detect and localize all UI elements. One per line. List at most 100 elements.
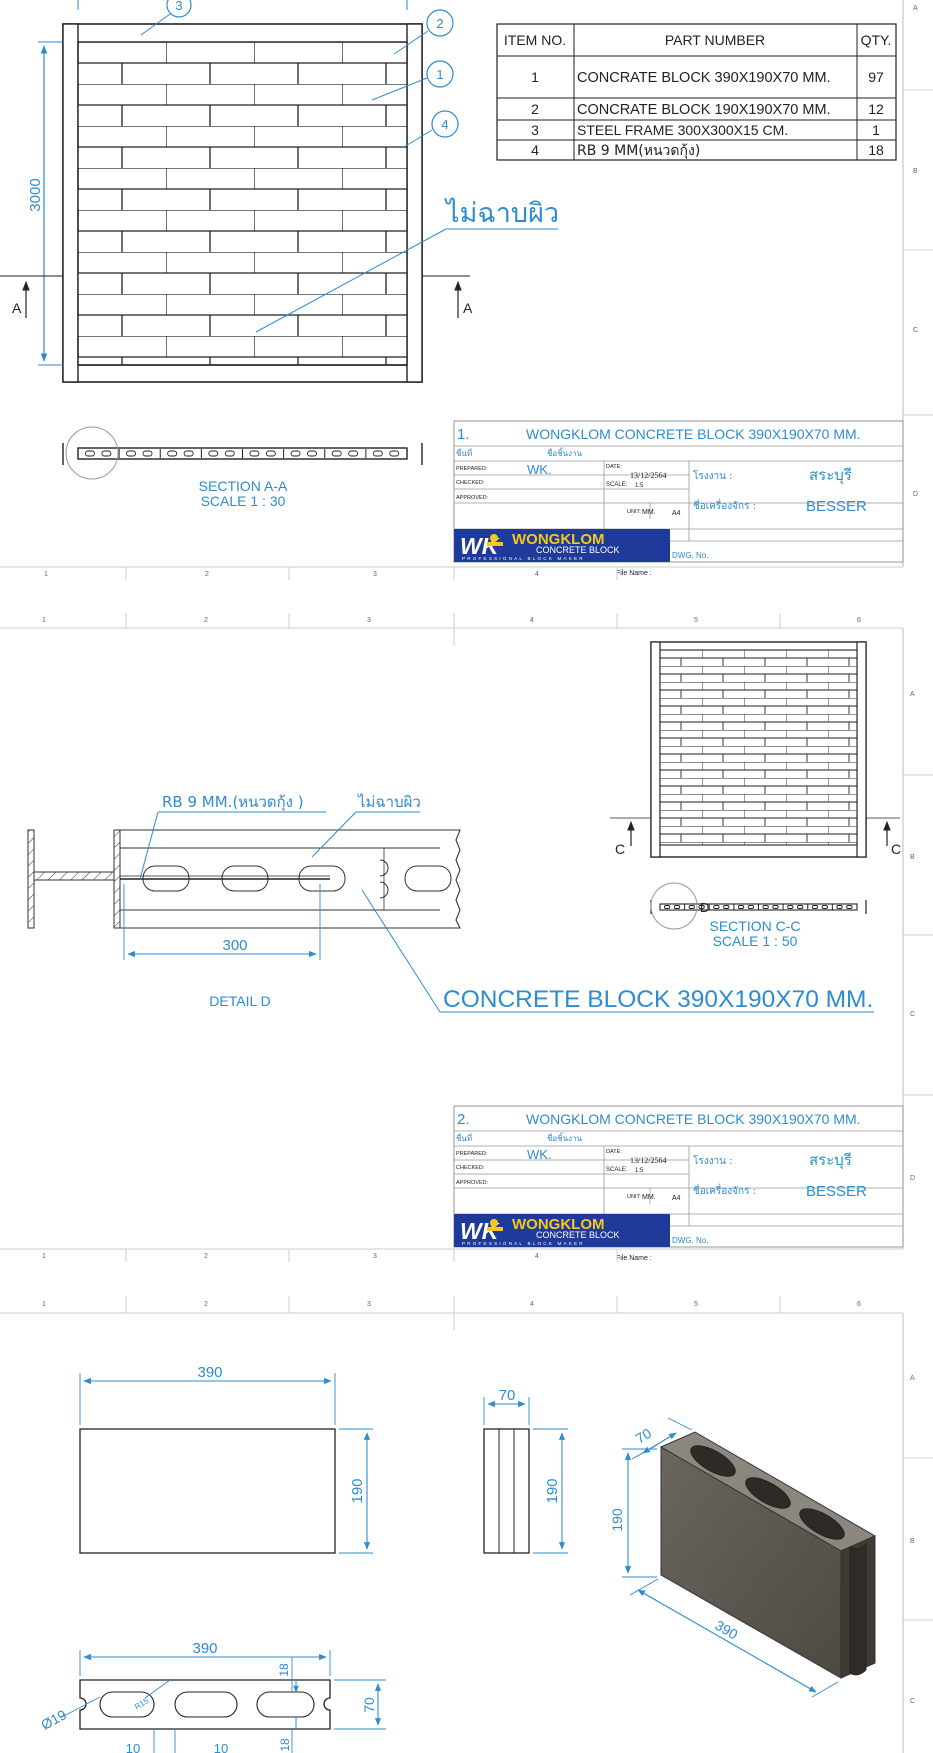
zone2f-col-1: 1 (42, 1253, 46, 1260)
section-c-core (846, 905, 853, 909)
section-a-core (290, 450, 301, 457)
tb-prepared-value: WK. (527, 462, 552, 477)
section-a-left: A (12, 300, 22, 316)
front-height-dim: 190 (349, 1478, 366, 1503)
zone-columns-header-3: 1 2 3 4 5 6 (0, 1296, 903, 1330)
zone3-col-4: 4 (530, 1301, 534, 1308)
tb-prepared-label: PREPARED: (456, 466, 488, 472)
bom-row-1-qty: 97 (868, 69, 884, 85)
sheet-2: 1 2 3 4 5 6 A B C D C C (0, 613, 933, 1262)
tb-factory-label: โรงงาน : (693, 469, 733, 482)
section-c-core (688, 905, 695, 909)
zone-row-d: D (913, 491, 918, 498)
tb-factory-value: สระบุรี (809, 1151, 852, 1170)
logo-sub: CONCRETE BLOCK (536, 1230, 620, 1240)
height-dim-label: 3000 (27, 178, 44, 211)
section-a-block-cores (84, 449, 408, 458)
section-c-core (811, 905, 819, 909)
logo-dot-icon (490, 534, 498, 542)
logo-name: WONGKLOM (512, 1216, 604, 1233)
zone3-col-6: 6 (857, 1301, 861, 1308)
tb-paper: A4 (672, 1195, 681, 1202)
tb-machine-value: BESSER (806, 1183, 867, 1200)
zone2-row-a: A (910, 691, 915, 698)
section-a-core (249, 450, 260, 457)
sheet-3: 1 2 3 4 5 6 A B C 390 190 (0, 1296, 933, 1753)
zone2-row-c: C (910, 1011, 915, 1018)
tb-machine-label: ชื่อเครื่องจักร : (693, 1183, 756, 1197)
zone2f-col-3: 3 (373, 1253, 377, 1260)
balloon-1: 1 (371, 60, 454, 101)
finish-note: ไม่ฉาบผิว (255, 198, 559, 333)
section-c-core (663, 905, 671, 909)
section-c-core (772, 905, 779, 909)
balloon-3-label: 3 (175, 0, 182, 13)
zone-columns-footer-1: 1 2 3 4 (44, 567, 618, 580)
tb-machine-label: ชื่อเครื่องจักร : (693, 498, 756, 512)
zone2-col-5: 5 (694, 617, 698, 624)
tb-sheet-no: 2. (457, 1111, 470, 1128)
section-c-core (698, 905, 705, 909)
logo-tagline: PROFESSIONAL BLOCK MAKER (462, 556, 585, 561)
section-a-core (348, 450, 359, 457)
section-c-core (796, 905, 804, 909)
zone-col-1: 1 (44, 571, 48, 578)
section-a-core (372, 450, 383, 457)
block-side-view: 70 190 (483, 1387, 568, 1554)
bom-row-4-item: 4 (531, 142, 539, 158)
zone3-row-a: A (910, 1375, 915, 1382)
top-diameter-dim: Ø19 (38, 1706, 69, 1733)
section-c-core (747, 905, 755, 909)
tb-date-label: DATE: (606, 1149, 622, 1155)
zone2f-col-4: 4 (535, 1253, 539, 1260)
height-dimension: 3000 (27, 41, 63, 366)
zone3-row-c: C (910, 1698, 915, 1705)
section-a-core (126, 450, 137, 457)
section-a-core (331, 450, 342, 457)
bom-table: ITEM NO. PART NUMBER QTY. 1 CONCRATE BLO… (496, 23, 897, 161)
bom-row-2-qty: 12 (868, 101, 884, 117)
logo-name: WONGKLOM (512, 531, 604, 548)
block-note: CONCRETE BLOCK 390X190X70 MM. (443, 986, 873, 1013)
tb-scale-value: 1:5 (635, 483, 644, 489)
section-a-core (265, 450, 276, 457)
tb-prepared-label: PREPARED: (456, 1151, 488, 1157)
zone2-col-2: 2 (204, 617, 208, 624)
bom-row-2-item: 2 (531, 101, 539, 117)
zone2-col-1: 1 (42, 617, 46, 624)
section-c-block-cores (663, 903, 858, 911)
bom-row-2-part: CONCRATE BLOCK 190X190X70 MM. (577, 102, 831, 118)
bom-row-1-part: CONCRATE BLOCK 390X190X70 MM. (577, 70, 831, 86)
balloon-4: 4 (403, 110, 459, 148)
balloon-2: 2 (393, 9, 454, 55)
section-c-core (737, 905, 745, 909)
sheet-1: A B C D 3000 A A (0, 0, 933, 580)
zone-row-c: C (913, 327, 918, 334)
section-a-core (84, 450, 95, 457)
tb-factory-label: โรงงาน : (693, 1154, 733, 1167)
bom-row-3-qty: 1 (872, 122, 880, 138)
zone3-col-3: 3 (367, 1301, 371, 1308)
balloon-2-label: 2 (436, 16, 443, 31)
tb-title: WONGKLOM CONCRETE BLOCK 390X190X70 MM. (526, 426, 861, 442)
zone3-row-b: B (910, 1538, 915, 1545)
top-wall-dim-2: 18 (278, 1738, 292, 1752)
tb-prepared-value: WK. (527, 1147, 552, 1162)
tb-scale-label: SCALE: (606, 1167, 628, 1173)
section-a-core (224, 450, 235, 457)
detail-d-view: 300 DETAIL D RB 9 MM.(หนวดกุ้ง ) ไม่ฉาบผ… (27, 793, 874, 1013)
bom-row-4-part: RB 9 MM(หนวดกุ้ง) (577, 143, 700, 159)
block-front-view: 390 190 (79, 1364, 373, 1554)
zone-col-2: 2 (205, 571, 209, 578)
zone3-col-1: 1 (42, 1301, 46, 1308)
section-c-c-view: D SECTION C-C SCALE 1 : 50 (650, 882, 867, 949)
tb-dwg-label: DWG. No. (672, 1236, 708, 1245)
zone2-col-6: 6 (857, 617, 861, 624)
zone-columns-header-2: 1 2 3 4 5 6 (0, 613, 903, 645)
top-width-dim: 390 (192, 1640, 217, 1657)
section-marker-a: A A (0, 275, 473, 318)
front-width-dim: 390 (197, 1364, 222, 1381)
